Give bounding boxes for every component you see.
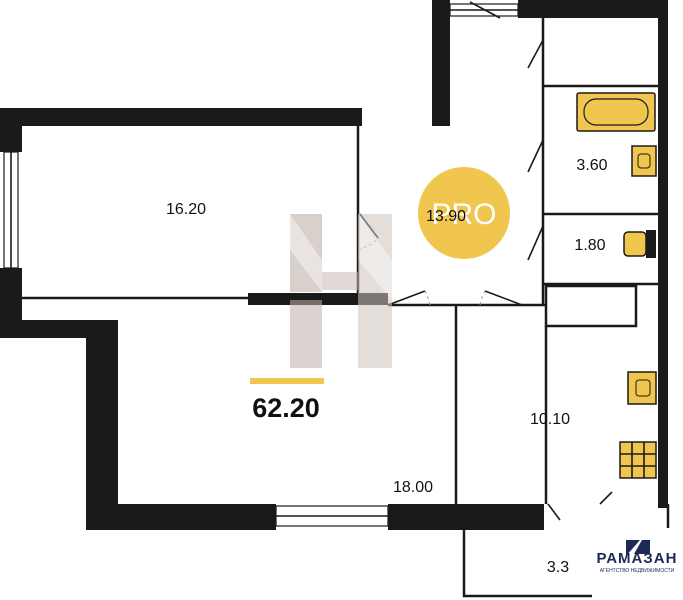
outer-walls [0,0,668,530]
toilet-icon [623,230,656,258]
room-area-hall: 13.90 [426,208,466,225]
brand-name: РАМАЗАН [597,550,678,567]
total-area: 62.20 [252,393,320,423]
brand-tagline: АГЕНТСТВО НЕДВИЖИМОСТИ [600,568,675,574]
brand-logo-icon [626,540,650,556]
bathtub-icon [576,92,656,132]
interior-walls [22,18,658,504]
sink-icon [627,371,657,405]
room-area-bath: 3.60 [576,157,607,174]
doors [357,1,613,521]
stove-icon [619,441,657,479]
room-area-kitchen: 10.10 [530,411,570,428]
room-area-wc: 1.80 [574,237,605,254]
room-area-balcony: 3.3 [547,559,569,576]
room-area-bedroom: 18.00 [393,479,433,496]
pro-badge-text: PRO [431,198,496,231]
sink-icon [631,145,657,177]
room-area-living: 16.20 [166,201,206,218]
brand-logo: РАМАЗАН АГЕНТСТВО НЕДВИЖИМОСТИ [592,528,682,598]
total-area-underline [250,378,324,384]
pro-badge-circle [418,167,510,259]
windows [3,3,519,527]
pro-badge: PRO [418,167,510,259]
watermark-logo-icon [290,214,392,368]
